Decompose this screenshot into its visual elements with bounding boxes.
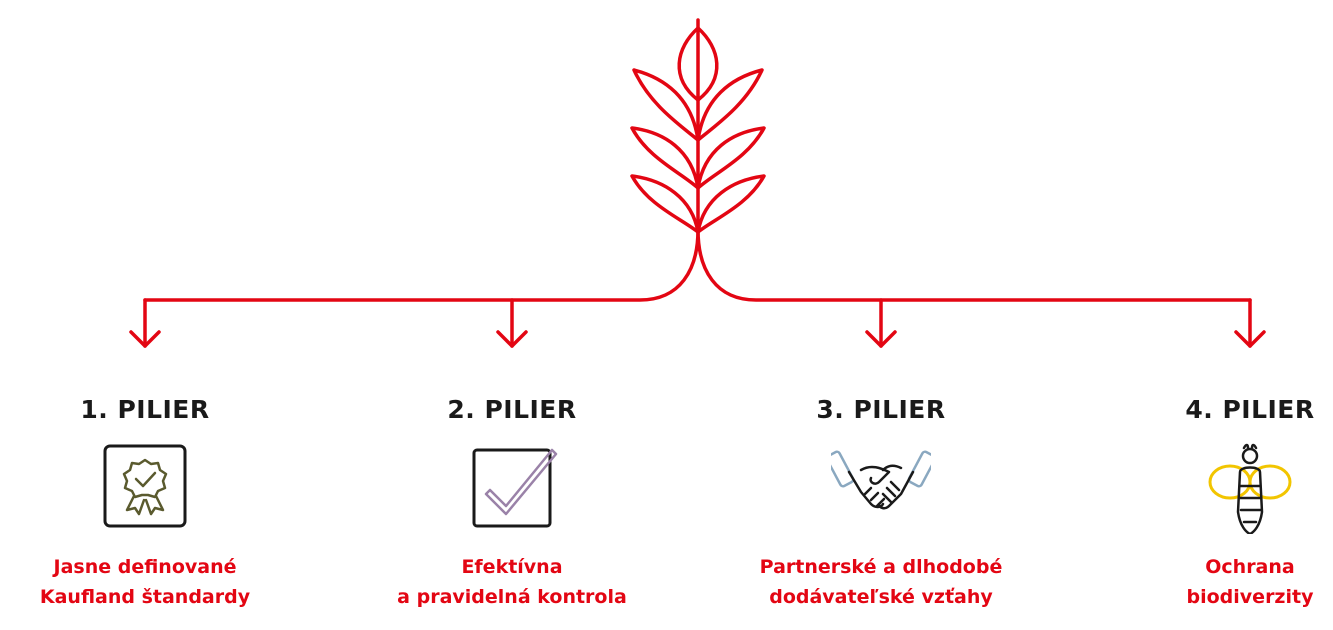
wheat-leaf-left-2 [630,126,700,190]
arrowhead-4 [1234,330,1266,348]
pillar-description: Jasne definované Kaufland štandardy [0,552,305,612]
pillar-title: 2. PILIER [447,395,577,424]
arrowhead-1 [129,330,161,348]
pillar-desc-line2: dodávateľské vzťahy [769,586,993,608]
arrowhead-3 [865,330,897,348]
branch-right [696,228,1252,302]
checkbox-check-icon [462,442,562,534]
pillar-desc-line1: Efektívna [461,556,563,578]
bee-icon [1200,442,1300,534]
wheat-leaf-right-1 [696,68,764,142]
pillar-description: Efektívna a pravidelná kontrola [352,552,672,612]
pillar-desc-line2: Kaufland štandardy [39,586,251,608]
wheat-leaf-right-2 [696,126,766,190]
pillar-title: 1. PILIER [80,395,210,424]
pillar-desc-line2: biodiverzity [1186,586,1314,608]
wheat-leaf-left-1 [632,68,700,142]
pillar-desc-line1: Partnerské a dlhodobé [759,556,1003,578]
pillar-desc-line2: a pravidelná kontrola [397,586,627,608]
wheat-top-grain [677,26,719,102]
pillar-description: Ochrana biodiverzity [1090,552,1333,612]
wheat-leaf-right-3 [696,174,766,234]
wheat-leaf-left-3 [630,174,700,234]
handshake-icon [831,442,931,534]
pillar-4: 4. PILIER Ochrana biodiverzity [1090,392,1333,612]
pillar-desc-line1: Ochrana [1205,556,1295,578]
arrowhead-2 [496,330,528,348]
certificate-badge-icon [95,442,195,534]
pillar-3: 3. PILIER Partnerské a dlhodobé dodávate… [721,392,1041,612]
pillar-title: 4. PILIER [1185,395,1315,424]
pillar-2: 2. PILIER Efektívna a pravidelná kontrol… [352,392,672,612]
pillar-description: Partnerské a dlhodobé dodávateľské vzťah… [721,552,1041,612]
pillar-title: 3. PILIER [816,395,946,424]
pillar-desc-line1: Jasne definované [53,556,237,578]
pillar-1: 1. PILIER Jasne definované Kaufland štan… [0,392,305,612]
branch-left [143,228,700,302]
